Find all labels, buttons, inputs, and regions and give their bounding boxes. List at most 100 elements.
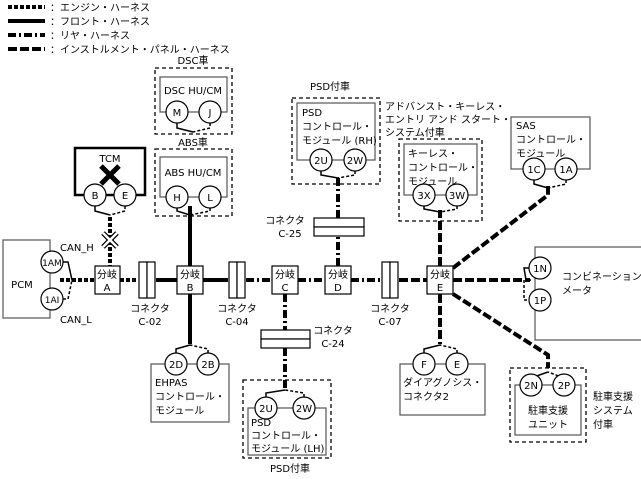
pcm-module	[2, 239, 51, 319]
connector-c07: コネクタ C-07	[370, 261, 410, 328]
meter-module	[534, 246, 641, 341]
diag-pin-e	[445, 352, 469, 376]
parking-line-2: ユニット	[528, 420, 568, 431]
psd-lh-line-2: コントロール・	[251, 431, 321, 442]
svg-text:コネクタ: コネクタ	[130, 303, 170, 315]
meter-line-2: メータ	[562, 285, 592, 297]
svg-text:コネクタ: コネクタ	[370, 303, 410, 315]
keyless-condition-3: システム付車	[385, 126, 445, 139]
psd-rh-line-3: モジュール (RH)	[302, 136, 377, 147]
psd-rh-pin-2w-label: 2W	[347, 156, 363, 167]
legend: ：エンジン・ハーネス ：フロント・ハーネス ：リヤ・ハーネス ：インストルメント…	[8, 2, 230, 56]
psd-rh-pin-2u	[309, 148, 333, 172]
tcm-pin-b-label: B	[92, 191, 99, 202]
diag-pin-e-label: E	[454, 360, 460, 371]
branch-a: 分岐 A	[94, 265, 121, 295]
ehpas-pin-2b-label: 2B	[201, 360, 214, 371]
diag-line-2: コネクタ2	[403, 391, 449, 403]
keyless-line-2: コントロール・	[408, 163, 478, 174]
psd-lh-pin-2u-label: 2U	[259, 404, 273, 415]
parking-condition-1: 駐車支援	[593, 390, 633, 403]
abs-pin-l-label: L	[207, 193, 213, 204]
branch-b: 分岐 B	[176, 265, 204, 295]
pcm-pin-1am-label: 1AM	[42, 259, 62, 269]
branch-b-label: 分岐	[180, 268, 200, 281]
sas-pin-1c-label: 1C	[527, 165, 540, 176]
parking-pin-2p	[552, 373, 576, 397]
psd-lh-option-box	[242, 379, 332, 459]
svg-text:コネクタ: コネクタ	[265, 215, 305, 227]
parking-line-1: 駐車支援	[528, 404, 568, 417]
svg-text:C-02: C-02	[138, 317, 161, 328]
ehpas-line-1: EHPAS	[155, 378, 187, 389]
sas-line-2: コントロール・	[516, 135, 586, 146]
ehpas-module	[150, 363, 230, 423]
psd-lh-line-1: PSD	[251, 418, 271, 429]
abs-pin-h	[165, 185, 189, 209]
branch-e-label: 分岐	[430, 268, 450, 281]
open-circuit-x-icon	[101, 231, 119, 249]
keyless-pin-3x	[412, 183, 436, 207]
psd-lh-condition: PSD付車	[270, 462, 310, 475]
psd-rh-condition: PSD付車	[310, 80, 350, 93]
legend-front-label: ：フロント・ハーネス	[50, 16, 150, 28]
branch-b-id: B	[187, 283, 194, 294]
keyless-line-1: キーレス・	[408, 149, 458, 160]
pcm-name: PCM	[11, 280, 33, 291]
abs-option-box	[154, 148, 233, 217]
keyless-option-box	[398, 138, 483, 222]
can-h-label: CAN_H	[60, 243, 94, 254]
diag-pin-f-label: F	[421, 360, 427, 371]
sas-line-3: モジュール	[516, 149, 565, 160]
dsc-option-box	[154, 67, 233, 135]
abs-pin-h-label: H	[173, 193, 181, 204]
legend-rear-label: ：リヤ・ハーネス	[50, 30, 130, 42]
tcm-pin-e	[113, 183, 137, 207]
psd-lh-pin-2w-label: 2W	[296, 404, 312, 415]
ehpas-pin-2d	[164, 352, 188, 376]
branch-a-label: 分岐	[97, 268, 117, 281]
pcm-pin-1am	[40, 250, 64, 274]
svg-text:コネクタ: コネクタ	[313, 325, 353, 337]
x-mark-icon	[99, 164, 121, 186]
psd-lh-pin-2w	[292, 396, 316, 420]
keyless-pin-3w-label: 3W	[449, 191, 465, 202]
meter-pin-1p	[528, 288, 552, 312]
psd-rh-line-1: PSD	[302, 108, 322, 119]
tcm-pin-b	[83, 183, 107, 207]
sas-pin-1c	[522, 157, 546, 181]
harness-wires	[60, 175, 550, 390]
branch-c-id: C	[282, 283, 289, 294]
connector-c25: コネクタ C-25	[265, 215, 365, 240]
psd-lh-line-3: モジュール (LH)	[251, 444, 324, 455]
branch-e: 分岐E	[426, 265, 454, 295]
psd-rh-pin-2u-label: 2U	[314, 156, 328, 167]
svg-text:C-07: C-07	[378, 317, 401, 328]
branch-d-id: D	[334, 283, 342, 294]
ehpas-line-3: モジュール	[155, 406, 204, 417]
meter-line-1: コンビネーション・	[562, 271, 641, 283]
keyless-line-3: モジュール	[408, 177, 457, 188]
keyless-condition-1: アドバンスト・キーレス・	[385, 101, 505, 113]
wire-e-parking	[451, 292, 550, 368]
branch-c: 分岐 C	[271, 265, 299, 295]
dsc-pin-m	[165, 100, 189, 124]
dsc-name: DSC HU/CM	[164, 86, 222, 97]
psd-lh-pin-2u	[254, 396, 278, 420]
pcm-pin-1ai-label: 1AI	[45, 296, 60, 306]
ehpas-pin-2d-label: 2D	[169, 360, 183, 371]
branch-c-label: 分岐	[275, 268, 295, 281]
parking-pin-2n	[519, 373, 543, 397]
keyless-condition-2: エントリ アンド スタート・	[385, 114, 511, 126]
connector-c02: コネクタ C-02	[130, 261, 170, 328]
abs-name: ABS HU/CM	[165, 168, 222, 179]
parking-pin-2p-label: 2P	[558, 381, 570, 392]
svg-text:C-25: C-25	[278, 229, 301, 240]
ehpas-pin-2b	[196, 352, 220, 376]
meter-pin-1n-label: 1N	[533, 264, 547, 275]
branch-a-id: A	[104, 283, 111, 294]
parking-pin-2n-label: 2N	[524, 381, 538, 392]
